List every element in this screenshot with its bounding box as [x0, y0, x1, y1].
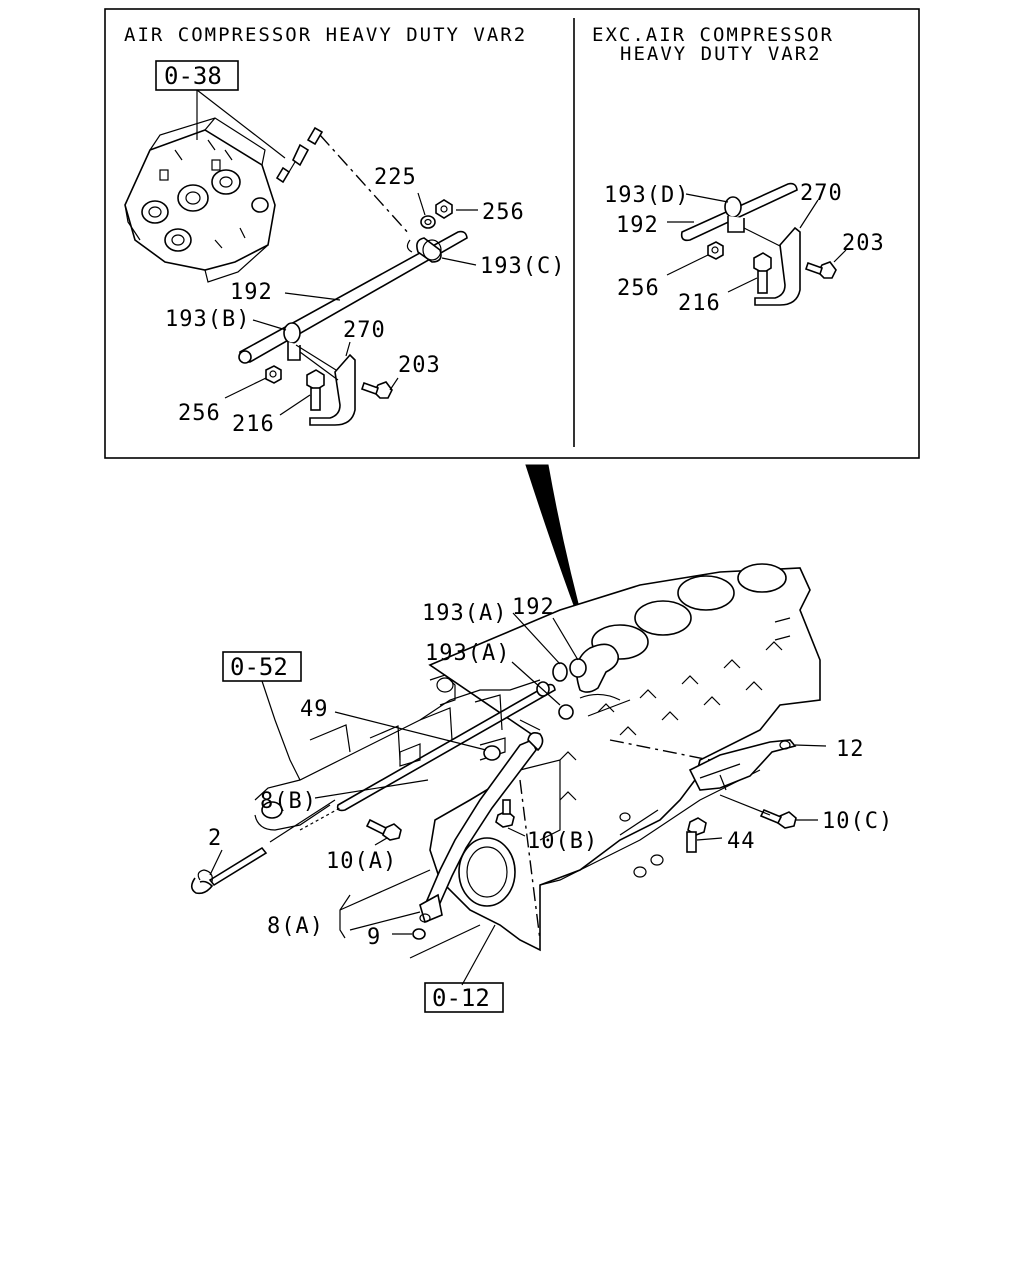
clip-193a-upper	[552, 662, 568, 682]
callout-10a: 10(A)	[326, 849, 397, 874]
bolt-10a	[365, 818, 402, 841]
ref-box-0-12	[424, 982, 504, 1013]
clip-193b	[283, 322, 301, 361]
callout-192-main: 192	[512, 595, 555, 620]
inset-left-title: AIR COMPRESSOR HEAVY DUTY VAR2	[124, 24, 527, 46]
nut-256-top	[435, 199, 453, 219]
o-ring-9	[412, 928, 426, 940]
callout-193a-lower: 193(A)	[425, 641, 510, 666]
callout-225: 225	[374, 165, 417, 190]
callout-216-left: 216	[232, 412, 275, 437]
callout-9: 9	[367, 925, 381, 950]
pipe-8a	[419, 732, 544, 924]
callout-216-right: 216	[678, 291, 721, 316]
callout-203-left: 203	[398, 353, 441, 378]
callout-193c: 193(C)	[480, 254, 565, 279]
callout-192-right: 192	[616, 213, 659, 238]
callout-256-lower: 256	[178, 401, 221, 426]
compressor-fitting	[275, 126, 324, 184]
bolt-10b	[495, 799, 515, 828]
ref-0-38: 0-38	[164, 62, 222, 90]
callout-203-right: 203	[842, 231, 885, 256]
callout-256-top: 256	[482, 200, 525, 225]
clip-193a-lower	[558, 704, 574, 720]
bolt-10c	[759, 808, 797, 829]
nut-256-right	[707, 241, 724, 260]
inset-frame	[104, 8, 920, 459]
callout-256-right: 256	[617, 276, 660, 301]
ref-0-52: 0-52	[230, 653, 288, 681]
nut-256-lower	[265, 365, 282, 384]
callout-8b: 8(B)	[260, 789, 317, 814]
callout-193a-upper: 193(A)	[422, 601, 507, 626]
callout-270-right: 270	[800, 181, 843, 206]
bracket-12	[688, 739, 797, 791]
callout-49: 49	[300, 697, 329, 722]
washer-225	[420, 215, 436, 229]
callout-193d: 193(D)	[604, 183, 689, 208]
engine-block	[428, 563, 821, 952]
guide-plate-0-52	[254, 674, 541, 831]
pipe-192-main	[569, 643, 631, 717]
clip-193c	[406, 237, 442, 263]
clip-193d	[724, 196, 785, 249]
inset-right-title-line2: HEAVY DUTY VAR2	[620, 43, 822, 65]
bracket-270-left	[295, 344, 356, 426]
callout-12: 12	[836, 737, 865, 762]
bolt-203-left	[360, 381, 393, 399]
bolt-44	[686, 817, 707, 853]
plug-49	[483, 745, 501, 761]
callout-10c: 10(C)	[822, 809, 893, 834]
callout-10b: 10(B)	[527, 829, 598, 854]
ref-0-12: 0-12	[432, 984, 490, 1012]
callout-2: 2	[208, 826, 222, 851]
bolt-216-right	[753, 252, 772, 294]
callout-270-left: 270	[343, 318, 386, 343]
bracket-270-right	[754, 226, 801, 306]
bolt-203-right	[804, 261, 837, 279]
inset-right-title-line1: EXC.AIR COMPRESSOR	[592, 24, 834, 46]
dipstick-2	[190, 799, 341, 895]
air-compressor-drawing	[124, 117, 276, 283]
callout-193b: 193(B)	[165, 307, 250, 332]
callout-44: 44	[727, 829, 756, 854]
callout-8a: 8(A)	[267, 914, 324, 939]
bolt-216-left	[306, 369, 325, 411]
callout-192-left: 192	[230, 280, 273, 305]
